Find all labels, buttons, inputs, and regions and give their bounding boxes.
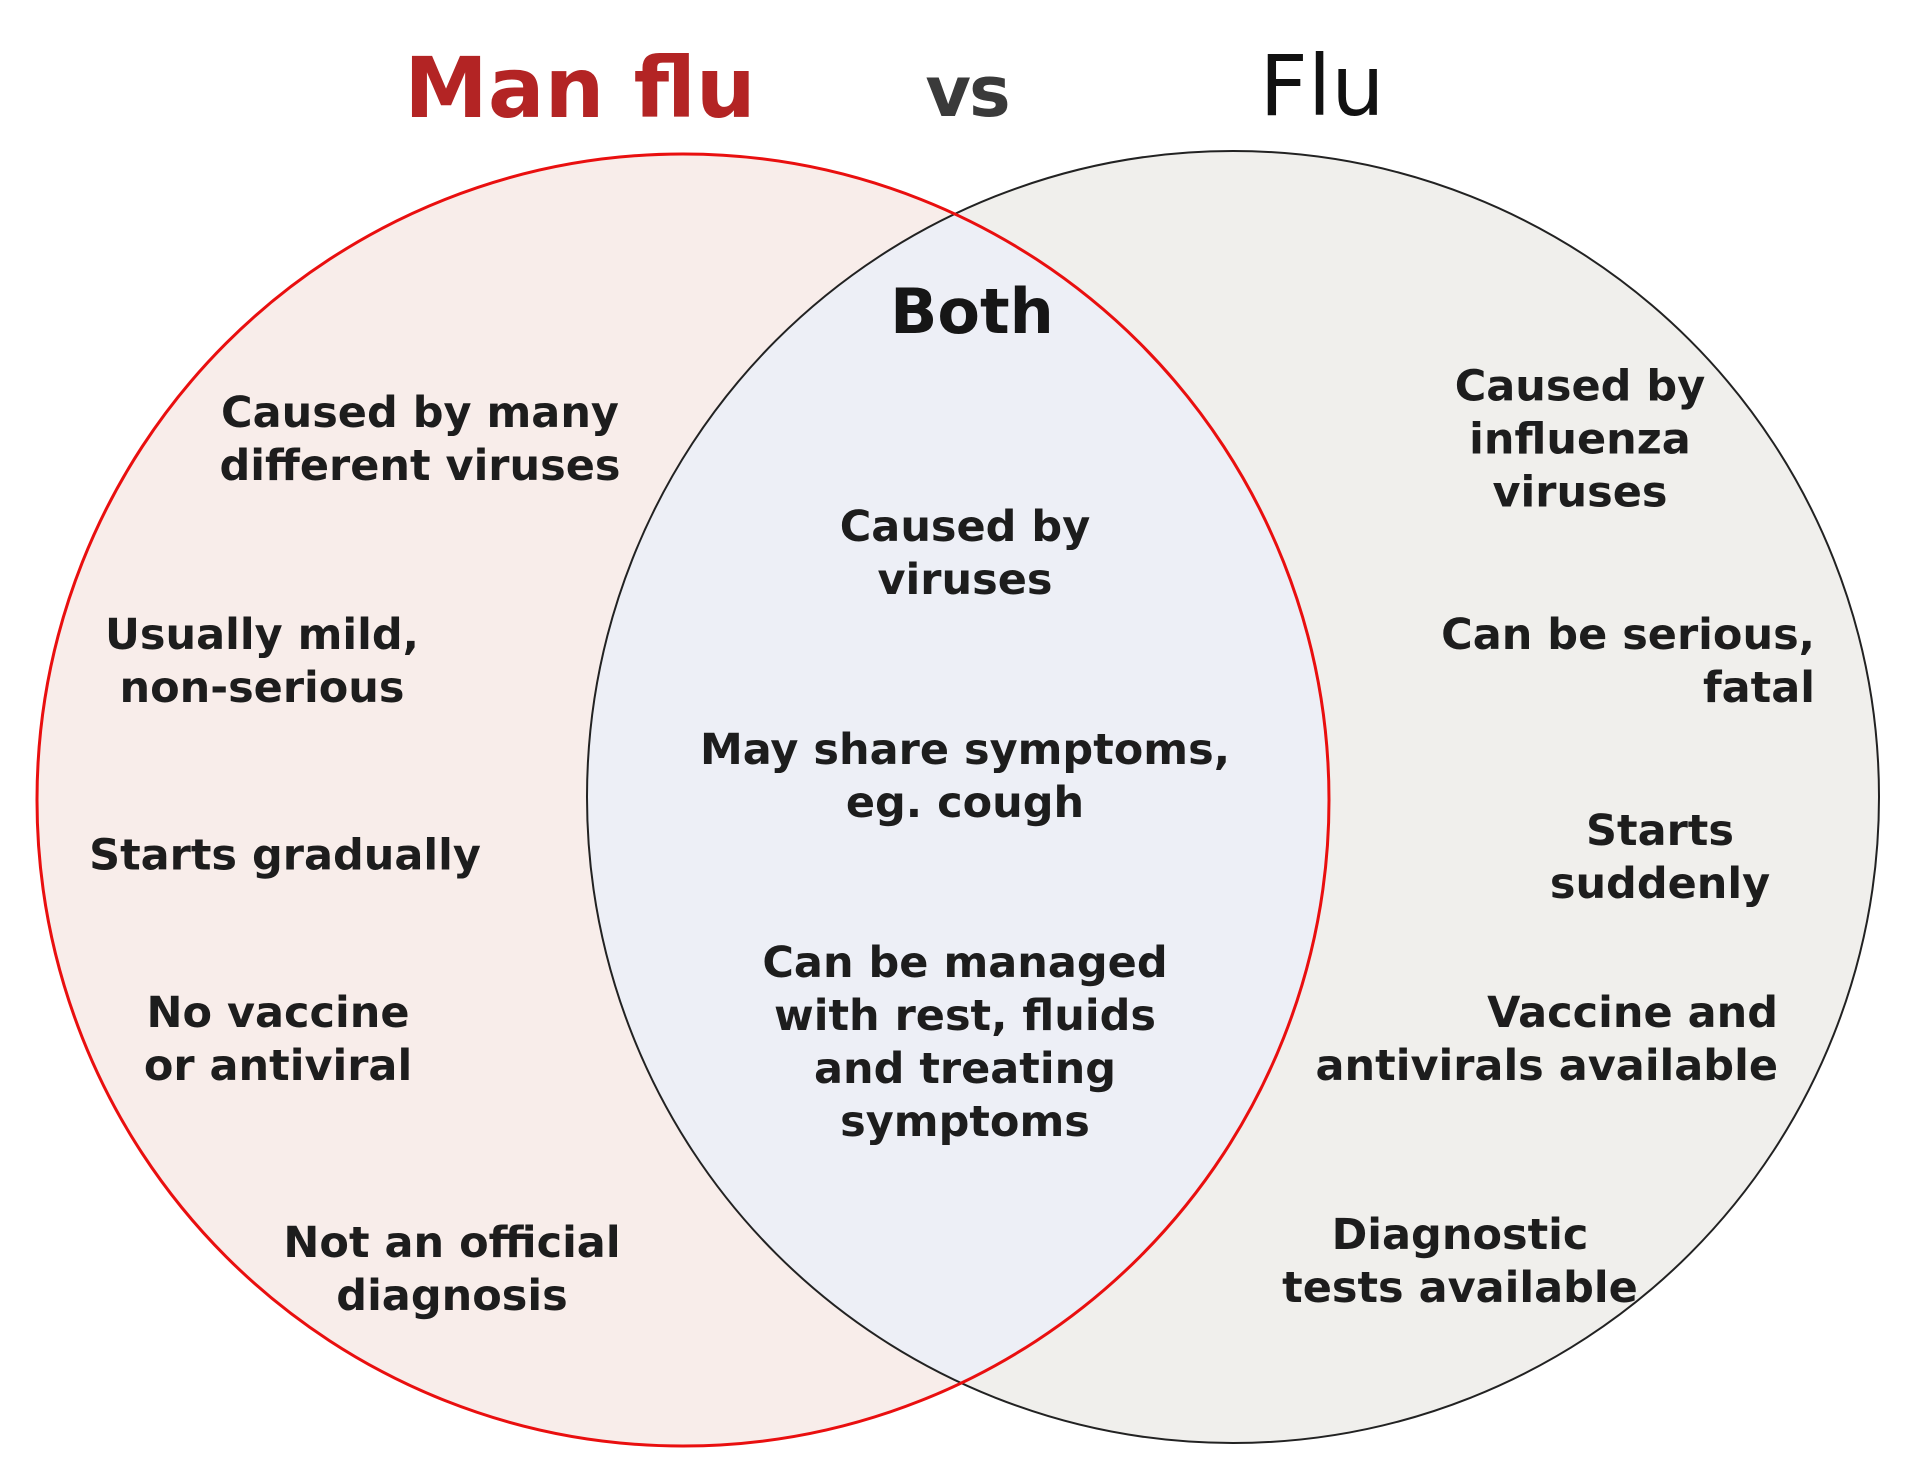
- vs-label: vs: [925, 51, 1010, 133]
- both-heading: Both: [890, 275, 1054, 348]
- man-flu-item-starts-gradually: Starts gradually: [89, 830, 481, 881]
- man-flu-item-caused-by-many-viruses: Caused by many different viruses: [219, 388, 621, 491]
- flu-item-diagnostic-tests: Diagnostic tests available: [1282, 1210, 1638, 1313]
- man-flu-item-usually-mild: Usually mild, non-serious: [104, 610, 420, 713]
- flu-item-can-be-serious: Can be serious, fatal: [1441, 610, 1815, 713]
- both-item-shared-symptoms: May share symptoms, eg. cough: [699, 725, 1231, 828]
- both-overlap-fill: [587, 214, 1329, 1383]
- man-flu-item-no-vaccine: No vaccine or antiviral: [143, 988, 413, 1091]
- both-item-caused-by-viruses: Caused by viruses: [839, 502, 1091, 605]
- flu-title: Flu: [1259, 37, 1385, 135]
- flu-circle-outline: [586, 150, 1880, 1444]
- flu-item-vaccine-available: Vaccine and antivirals available: [1315, 988, 1778, 1091]
- man-flu-title: Man flu: [404, 39, 756, 137]
- man-flu-circle-outline: [35, 152, 1331, 1448]
- flu-item-starts-suddenly: Starts suddenly: [1549, 806, 1771, 909]
- man-flu-item-not-official-diagnosis: Not an official diagnosis: [283, 1218, 621, 1321]
- both-item-managed-with-rest: Can be managed with rest, fluids and tre…: [762, 938, 1168, 1147]
- flu-item-caused-by-influenza: Caused by influenza viruses: [1454, 361, 1706, 518]
